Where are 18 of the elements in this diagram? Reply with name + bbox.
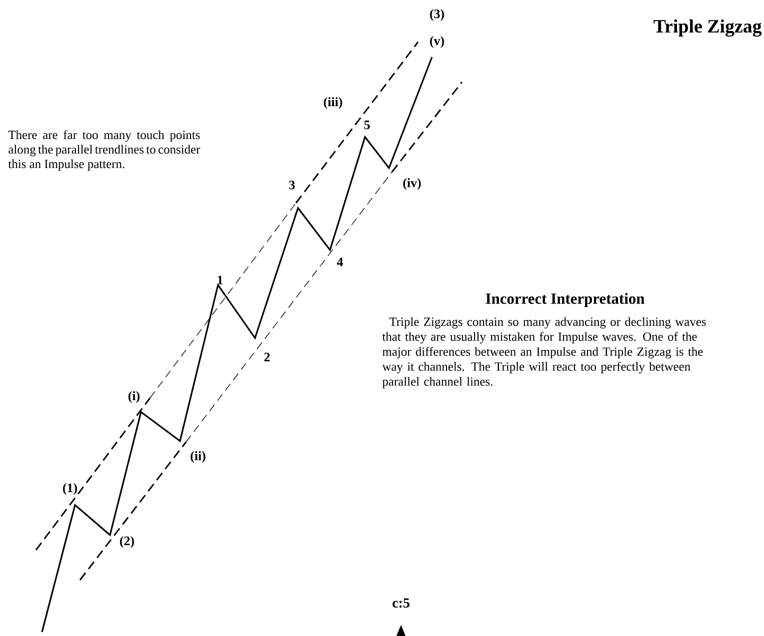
wave-label: (2) [120, 536, 134, 548]
wave-label: 3 [289, 180, 295, 190]
wave-label: c:5 [392, 598, 410, 608]
wave-label: (v) [430, 36, 444, 48]
wave-label: (iii) [324, 97, 342, 109]
wave-label: 4 [336, 258, 343, 266]
wave-label: 1 [218, 276, 223, 284]
wave-label: (1) [63, 483, 77, 495]
paragraph: Triple Zigzags contain so many advancing or declining waves that they are usually mistaken for Impulse waves. One of the major differences between an Impulse and Triple Zigzag is the way it channels. The Triple will react too perfectly between parallel channel lines. [382, 317, 706, 388]
note-text: There are far too many touch points along the parallel trendlines to consider this an Impulse pattern. [8, 130, 200, 171]
title: Triple Zigzag [654, 19, 762, 37]
wave-label: (3) [430, 9, 444, 21]
section-heading: Incorrect Interpretation [486, 293, 644, 307]
wave-label: (ii) [190, 451, 206, 463]
wave-label: (iv) [403, 178, 421, 190]
wave-label: 2 [264, 352, 270, 362]
wave-label: 5 [364, 120, 370, 130]
wave-label: (i) [128, 391, 140, 403]
